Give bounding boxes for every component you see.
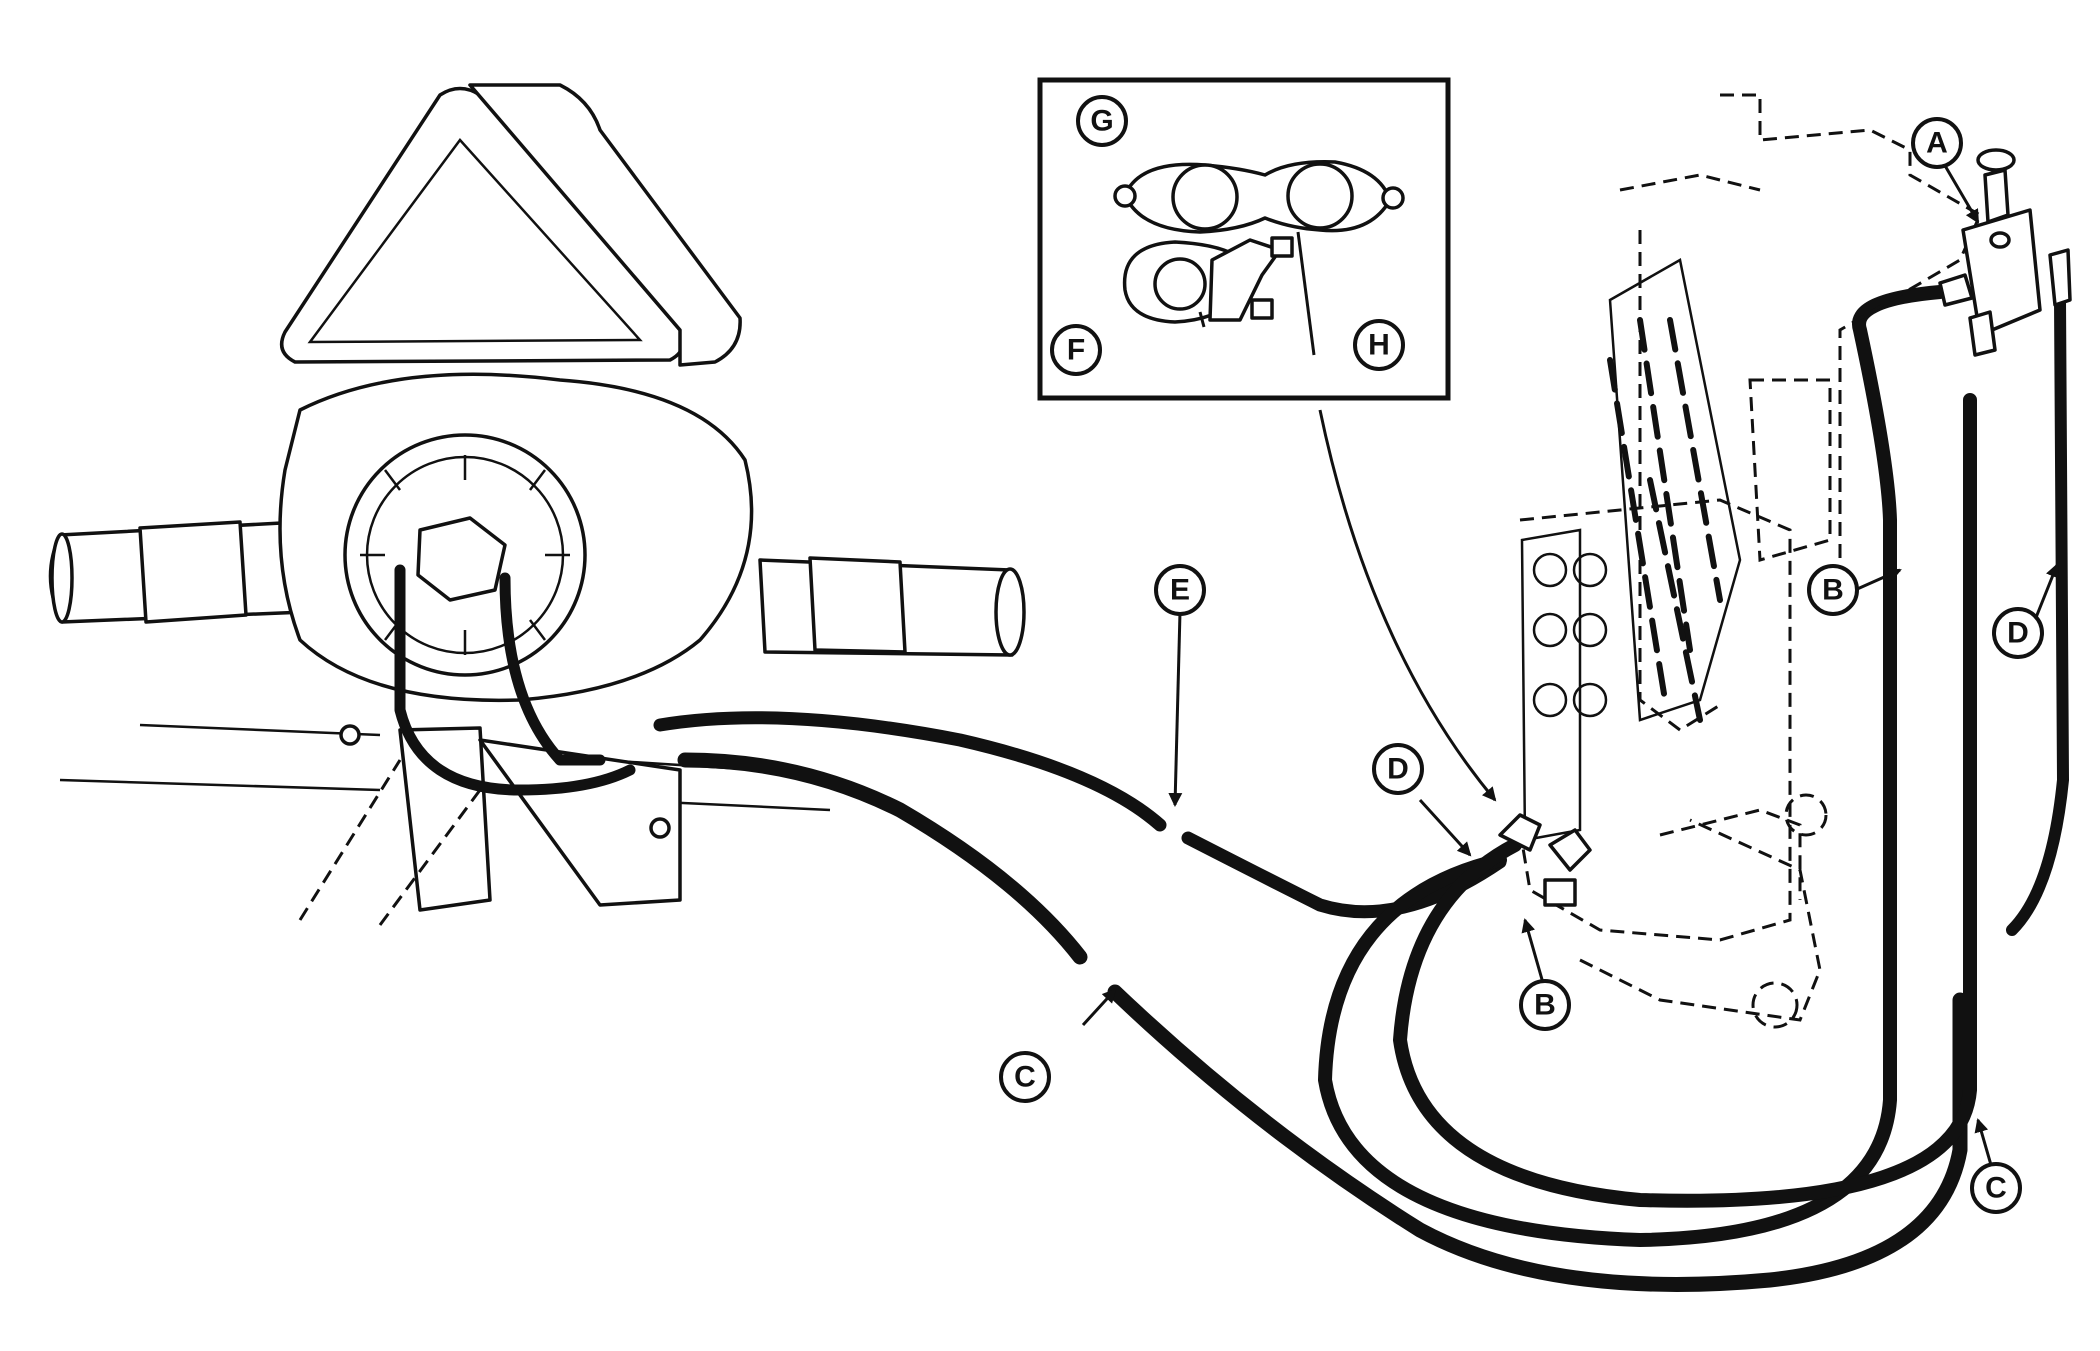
callout-a: A [1911,117,1963,169]
hose-set [653,285,2069,1292]
callout-b-lower: B [1519,979,1571,1031]
callout-e: E [1154,564,1206,616]
hose-e [653,711,1167,832]
callout-label-d-right: D [2007,617,2029,650]
callout-c-right: C [1970,1162,2022,1214]
callout-d-right: D [1992,607,2044,659]
reel-assembly [48,83,1026,926]
callout-label-c-left: C [1014,1061,1036,1094]
hose-b [1318,285,1947,1247]
callout-h: H [1353,319,1405,371]
selector-valve [1938,148,2072,357]
callout-d-left: D [1372,743,1424,795]
callout-label-e: E [1170,574,1190,607]
hose-d [1393,393,1977,1208]
callout-label-c-right: C [1985,1172,2007,1205]
hose-c [677,752,1088,965]
callout-f: F [1050,324,1102,376]
callout-label-f: F [1067,334,1085,367]
callout-b-right: B [1807,564,1859,616]
callout-g: G [1076,95,1128,147]
callout-label-b-lower: B [1534,989,1556,1022]
valve-stack [1498,93,1982,1029]
callout-label-g: G [1090,105,1113,138]
hose-e-continued [1181,831,1507,919]
callout-c-left: C [999,1051,1051,1103]
leader-lines [1081,151,2060,1166]
hose-d-top [2006,294,2069,936]
hose-c-continued [1107,984,1968,1292]
callout-label-d-left: D [1387,753,1409,786]
callout-label-a: A [1926,127,1948,160]
callout-label-h: H [1368,329,1390,362]
callout-label-b-right: B [1822,574,1844,607]
